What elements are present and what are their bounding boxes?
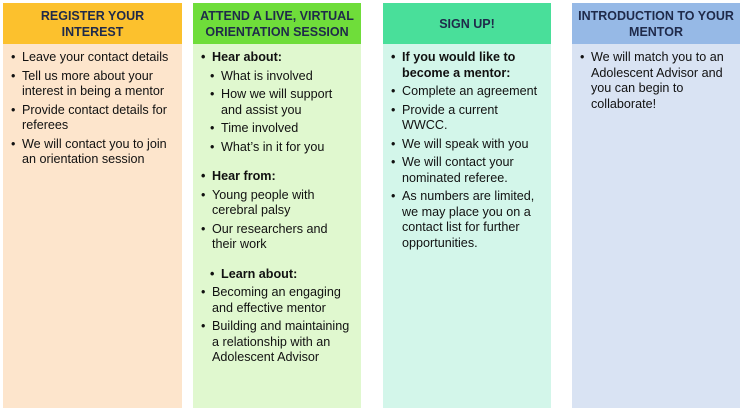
list-item: Provide contact details for referees bbox=[11, 103, 176, 134]
list-item: Young people with cerebral palsy bbox=[201, 188, 355, 219]
list-item: We will contact you to join an orientati… bbox=[11, 137, 176, 168]
step-body: Hear about: What is involved How we will… bbox=[193, 44, 361, 408]
hear-about-heading: Hear about: bbox=[201, 50, 355, 66]
list-item: As numbers are limited, we may place you… bbox=[391, 189, 545, 251]
step-title: SIGN UP! bbox=[383, 3, 551, 44]
list-item: If you would like to become a mentor: bbox=[391, 50, 545, 81]
list-item: What is involved bbox=[210, 69, 355, 85]
list-item: Provide a current WWCC. bbox=[391, 103, 545, 134]
list-item: Time involved bbox=[210, 121, 355, 137]
step-title: REGISTER YOUR INTEREST bbox=[3, 3, 182, 44]
step-list: If you would like to become a mentor: Co… bbox=[391, 50, 545, 251]
list-item: What’s in it for you bbox=[210, 140, 355, 156]
list-item: Our researchers and their work bbox=[201, 222, 355, 253]
step-introduction-to-mentor: INTRODUCTION TO YOUR MENTOR We will matc… bbox=[572, 3, 740, 408]
hear-from-list: Hear from: Young people with cerebral pa… bbox=[201, 169, 355, 253]
step-list: We will match you to an Adolescent Advis… bbox=[580, 50, 734, 112]
list-item: We will match you to an Adolescent Advis… bbox=[580, 50, 734, 112]
step-sign-up: SIGN UP! If you would like to become a m… bbox=[383, 3, 551, 408]
learn-about-list: Learn about: Becoming an engaging and ef… bbox=[201, 267, 355, 366]
step-body: We will match you to an Adolescent Advis… bbox=[572, 44, 740, 408]
learn-about-heading: Learn about: bbox=[201, 267, 355, 283]
hear-about-list: Hear about: bbox=[201, 50, 355, 66]
step-register-interest: REGISTER YOUR INTEREST Leave your contac… bbox=[3, 3, 182, 408]
step-title: ATTEND A LIVE, VIRTUAL ORIENTATION SESSI… bbox=[193, 3, 361, 44]
step-title: INTRODUCTION TO YOUR MENTOR bbox=[572, 3, 740, 44]
step-body: Leave your contact details Tell us more … bbox=[3, 44, 182, 408]
list-item: We will contact your nominated referee. bbox=[391, 155, 545, 186]
list-item: Becoming an engaging and effective mento… bbox=[201, 285, 355, 316]
list-item: Leave your contact details bbox=[11, 50, 176, 66]
list-item: We will speak with you bbox=[391, 137, 545, 153]
list-item: Complete an agreement bbox=[391, 84, 545, 100]
hear-about-items: What is involved How we will support and… bbox=[201, 69, 355, 156]
list-item: Building and maintaining a relationship … bbox=[201, 319, 355, 366]
step-list: Leave your contact details Tell us more … bbox=[11, 50, 176, 168]
step-orientation-session: ATTEND A LIVE, VIRTUAL ORIENTATION SESSI… bbox=[193, 3, 361, 408]
list-item: Tell us more about your interest in bein… bbox=[11, 69, 176, 100]
hear-from-heading: Hear from: bbox=[201, 169, 355, 185]
step-body: If you would like to become a mentor: Co… bbox=[383, 44, 551, 408]
list-item: How we will support and assist you bbox=[210, 87, 355, 118]
